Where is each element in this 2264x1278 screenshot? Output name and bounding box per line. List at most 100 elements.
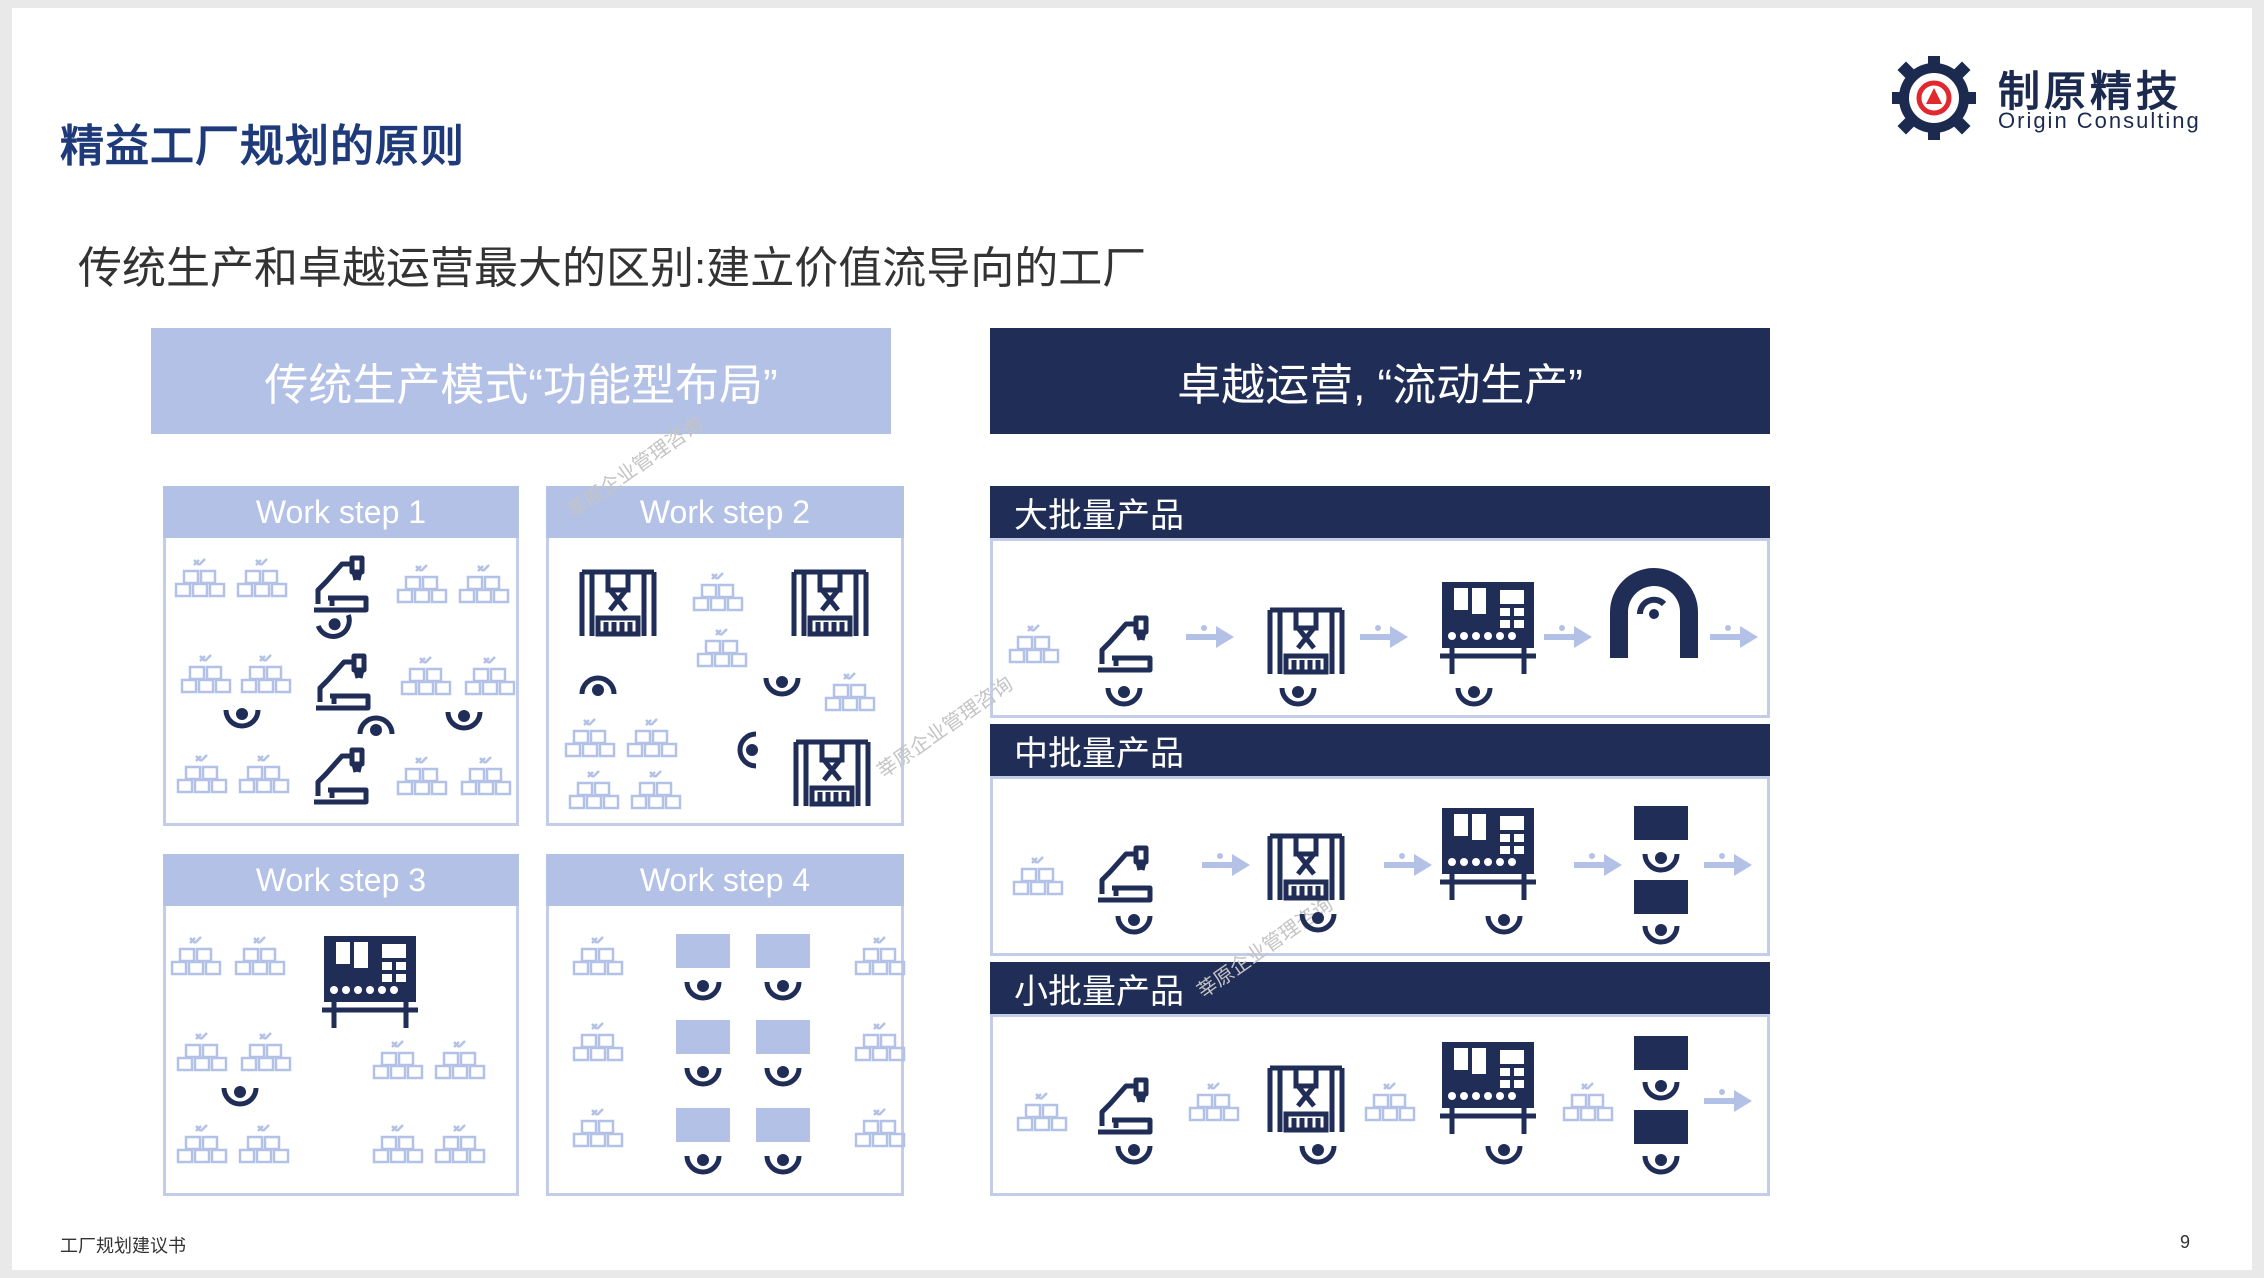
operator-icon <box>221 1086 259 1107</box>
inventory-stack-icon <box>1012 856 1064 896</box>
gear-logo-icon <box>1892 56 1976 140</box>
workbench-icon <box>676 1020 730 1054</box>
inventory-stack-icon <box>458 564 510 604</box>
inventory-stack-icon <box>176 1124 228 1164</box>
operator-icon <box>445 710 483 731</box>
operator-icon <box>1115 914 1153 935</box>
inventory-stack-icon <box>572 936 624 976</box>
inventory-stack-icon <box>1562 1082 1614 1122</box>
work-step-panel-3 <box>163 854 519 1196</box>
operator-icon <box>684 1154 722 1175</box>
robot-arm-icon <box>1098 615 1153 673</box>
operator-icon <box>1279 686 1317 707</box>
operator-icon <box>764 1154 802 1175</box>
operator-icon <box>1299 1144 1337 1165</box>
inventory-stack-icon <box>238 754 290 794</box>
press-machine-icon <box>579 569 657 637</box>
inventory-stack-icon <box>234 936 286 976</box>
press-machine-icon <box>1267 1065 1345 1133</box>
inventory-stack-icon <box>174 558 226 598</box>
operator-icon <box>737 731 758 769</box>
workbench-icon <box>676 1108 730 1142</box>
inventory-stack-icon <box>1364 1082 1416 1122</box>
operator-icon <box>1485 1144 1523 1165</box>
inventory-stack-icon <box>572 1108 624 1148</box>
row-header-large-batch: 大批量产品 <box>990 486 1770 538</box>
operator-icon <box>684 980 722 1001</box>
robot-arm-icon <box>1098 845 1153 903</box>
press-machine-icon <box>1267 833 1345 901</box>
flow-arrow-icon <box>1574 853 1622 876</box>
robot-arm-icon <box>314 555 369 613</box>
work-step-4-header: Work step 4 <box>546 854 904 906</box>
press-machine-icon <box>791 569 869 637</box>
inventory-stack-icon <box>176 1032 228 1072</box>
cnc-machine-icon <box>1440 1042 1536 1134</box>
inventory-stack-icon <box>1188 1082 1240 1122</box>
work-step-3-header: Work step 3 <box>163 854 519 906</box>
operator-icon <box>315 614 352 639</box>
workbench-icon <box>1634 880 1688 914</box>
inventory-stack-icon <box>434 1124 486 1164</box>
inventory-stack-icon <box>572 1022 624 1062</box>
inventory-stack-icon <box>564 718 616 758</box>
cnc-machine-icon <box>322 936 418 1028</box>
inventory-stack-icon <box>1016 1092 1068 1132</box>
inventory-stack-icon <box>176 754 228 794</box>
flow-arrow-icon <box>1186 625 1234 648</box>
workbench-icon <box>1634 1036 1688 1070</box>
operator-icon <box>1105 686 1143 707</box>
page-number: 9 <box>2180 1232 2191 1252</box>
inventory-stack-icon <box>170 936 222 976</box>
workbench-icon <box>676 934 730 968</box>
logo: 制原精技 Origin Consulting <box>1888 52 2218 142</box>
operator-icon <box>684 1066 722 1087</box>
operator-icon <box>579 675 617 696</box>
flow-arrow-icon <box>1202 853 1250 876</box>
operator-icon <box>357 715 395 736</box>
operator-icon <box>223 708 261 729</box>
workbench-icon <box>1634 806 1688 840</box>
inventory-stack-icon <box>854 936 906 976</box>
press-machine-icon <box>793 739 871 807</box>
inventory-stack-icon <box>372 1124 424 1164</box>
inventory-stack-icon <box>568 770 620 810</box>
operator-icon <box>1115 1144 1153 1165</box>
work-step-1-header: Work step 1 <box>163 486 519 538</box>
robot-arm-icon <box>316 653 371 711</box>
inventory-stack-icon <box>240 1032 292 1072</box>
workbench-icon <box>756 934 810 968</box>
operator-icon <box>1485 914 1523 935</box>
robot-arm-icon <box>1098 1077 1153 1135</box>
work-step-2-header: Work step 2 <box>546 486 904 538</box>
robot-arm-icon <box>314 747 369 805</box>
press-machine-icon <box>1267 607 1345 675</box>
inventory-stack-icon <box>1008 624 1060 664</box>
inventory-stack-icon <box>854 1108 906 1148</box>
row-header-medium-batch: 中批量产品 <box>990 724 1770 776</box>
inventory-stack-icon <box>464 656 516 696</box>
flow-production-header: 卓越运营, “流动生产” <box>990 328 1770 434</box>
arch-machine-icon <box>1610 568 1698 658</box>
inventory-stack-icon <box>238 1124 290 1164</box>
inventory-stack-icon <box>396 564 448 604</box>
operator-icon <box>763 676 801 697</box>
operator-icon <box>1299 912 1337 933</box>
flow-arrow-icon <box>1360 625 1408 648</box>
operator-icon <box>1455 686 1493 707</box>
flow-arrow-icon <box>1704 1089 1752 1112</box>
cnc-machine-icon <box>1440 808 1536 900</box>
inventory-stack-icon <box>434 1040 486 1080</box>
logo-chinese-name: 制原精技 <box>1998 68 2183 115</box>
inventory-stack-icon <box>696 628 748 668</box>
inventory-stack-icon <box>396 756 448 796</box>
operator-icon <box>764 1066 802 1087</box>
inventory-stack-icon <box>824 672 876 712</box>
inventory-stack-icon <box>236 558 288 598</box>
workbench-icon <box>756 1020 810 1054</box>
operator-icon <box>1642 1154 1680 1175</box>
work-step-panel-1 <box>163 486 519 826</box>
inventory-stack-icon <box>692 572 744 612</box>
cnc-machine-icon <box>1440 582 1536 674</box>
flow-arrow-icon <box>1704 853 1752 876</box>
